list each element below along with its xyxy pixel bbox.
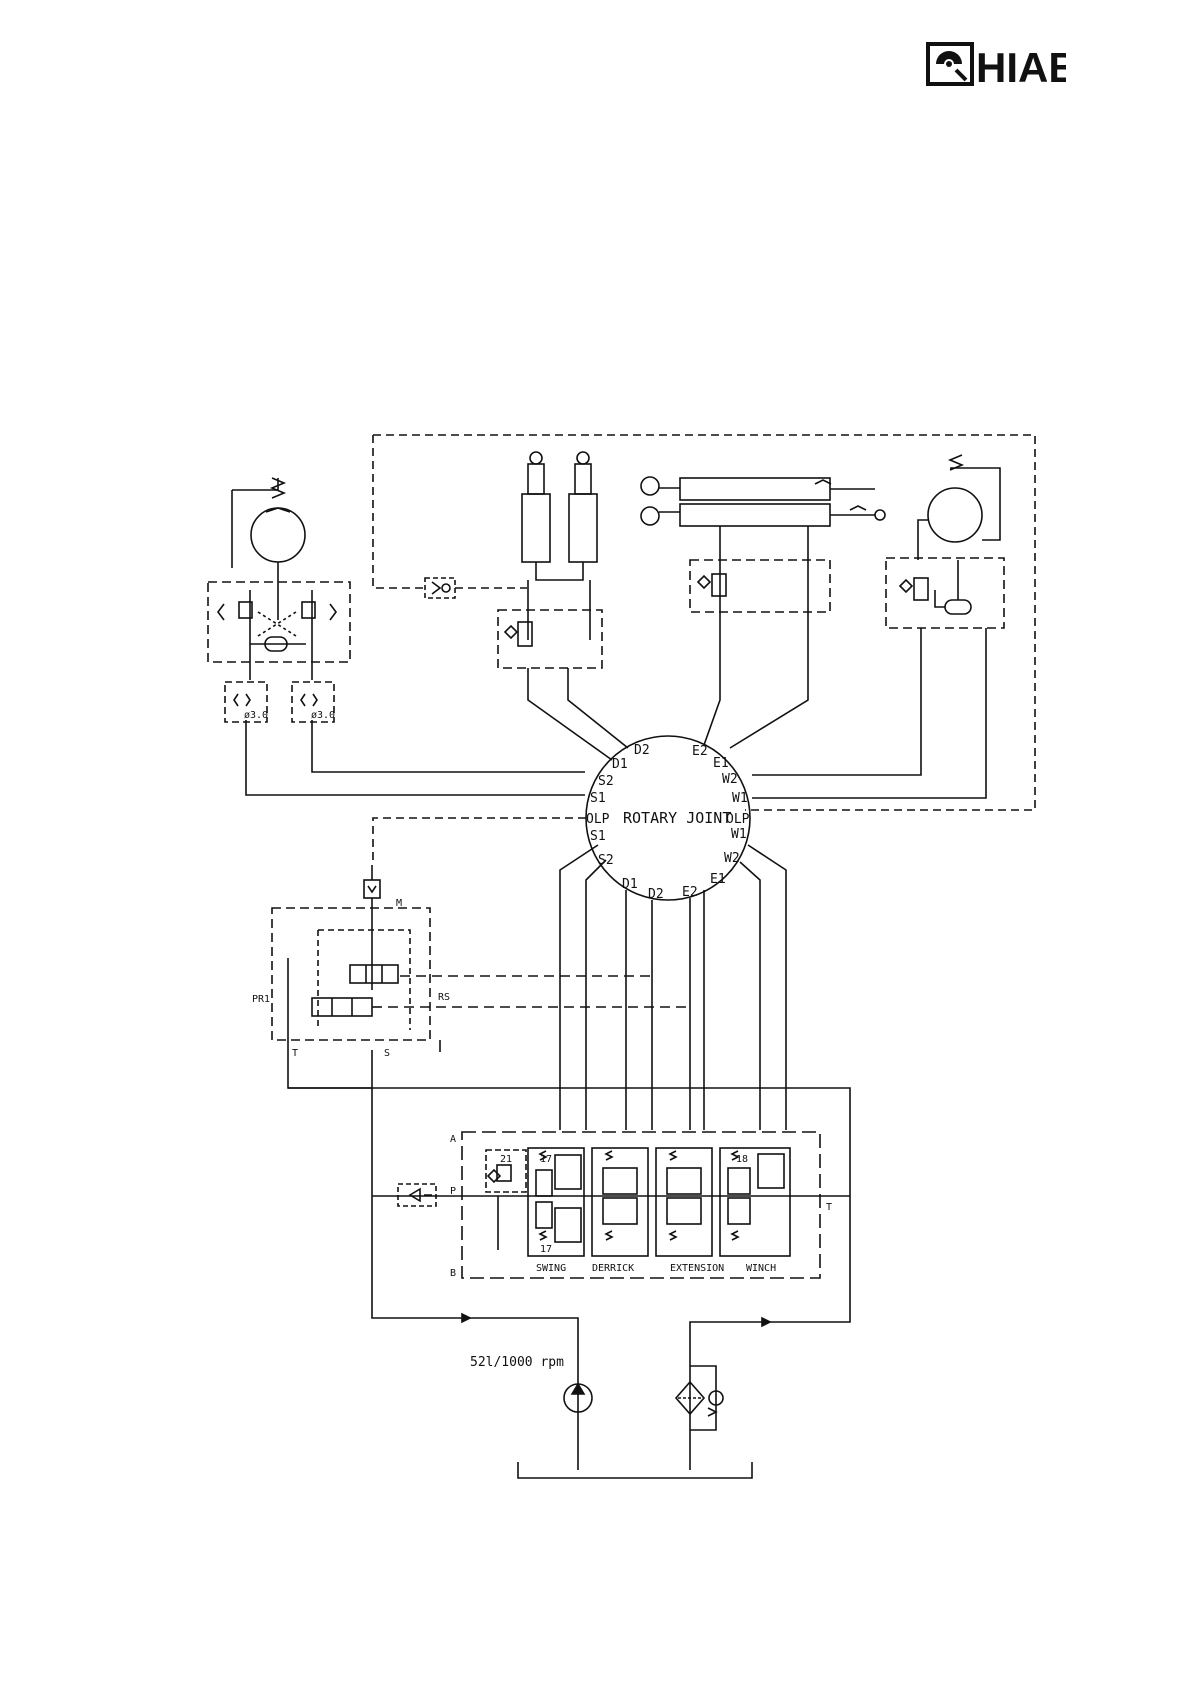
svg-text:S2: S2 bbox=[598, 774, 614, 789]
swing-orifices: ø3.0 ø3.0 bbox=[225, 682, 335, 722]
extension-cylinders bbox=[641, 477, 885, 526]
svg-text:W2: W2 bbox=[724, 851, 740, 866]
label-b: B bbox=[450, 1268, 456, 1279]
svg-text:W1: W1 bbox=[732, 791, 748, 806]
svg-text:OLP: OLP bbox=[586, 812, 610, 827]
section-derrick: DERRICK bbox=[592, 1263, 634, 1274]
label-t-right: T bbox=[826, 1202, 832, 1213]
svg-text:E1: E1 bbox=[710, 872, 726, 887]
swing-section bbox=[528, 1148, 584, 1256]
label-t-left: T bbox=[292, 1048, 298, 1059]
svg-text:D1: D1 bbox=[612, 757, 628, 772]
winch-valve-block bbox=[886, 558, 1004, 628]
derrick-valve-block bbox=[498, 600, 602, 668]
svg-text:W1: W1 bbox=[731, 827, 747, 842]
orifice-label: ø3.0 bbox=[244, 710, 268, 721]
rotary-joint-title: ROTARY JOINT bbox=[623, 809, 731, 827]
valve-bank-labels: SWING DERRICK EXTENSION WINCH A B P T 17… bbox=[450, 1134, 832, 1279]
extension-section bbox=[656, 1148, 712, 1256]
winch-motor bbox=[918, 455, 1000, 560]
svg-text:S1: S1 bbox=[590, 791, 606, 806]
derrick-section bbox=[592, 1148, 648, 1256]
svg-text:E1: E1 bbox=[713, 756, 729, 771]
swing-motor bbox=[232, 478, 305, 620]
check-valve bbox=[425, 578, 455, 598]
svg-text:W2: W2 bbox=[722, 772, 738, 787]
label-17b: 17 bbox=[540, 1244, 552, 1255]
label-p: P bbox=[450, 1186, 456, 1197]
section-winch: WINCH bbox=[746, 1263, 776, 1274]
label-17a: 17 bbox=[540, 1154, 552, 1165]
swing-valve-block bbox=[208, 582, 350, 680]
label-s-left: S bbox=[384, 1048, 390, 1059]
svg-text:D1: D1 bbox=[622, 877, 638, 892]
section-swing: SWING bbox=[536, 1263, 566, 1274]
label-21: 21 bbox=[500, 1154, 512, 1165]
section-extension: EXTENSION bbox=[670, 1263, 724, 1274]
safety-control-block bbox=[272, 865, 690, 1088]
return-filter bbox=[676, 1366, 723, 1430]
orifice-label: ø3.0 bbox=[311, 710, 335, 721]
label-18: 18 bbox=[736, 1154, 748, 1165]
svg-text:OLP: OLP bbox=[726, 812, 750, 827]
control-valve-bank bbox=[372, 1132, 850, 1278]
tank bbox=[518, 1462, 752, 1478]
label-a: A bbox=[450, 1134, 456, 1145]
label-rs: RS bbox=[438, 992, 450, 1003]
label-pr1: PR1 bbox=[252, 994, 270, 1005]
winch-section bbox=[720, 1148, 790, 1256]
derrick-cylinders bbox=[522, 452, 597, 600]
svg-text:S1: S1 bbox=[590, 829, 606, 844]
svg-text:E2: E2 bbox=[692, 744, 708, 759]
svg-text:D2: D2 bbox=[648, 887, 664, 902]
pump-label: 52l/1000 rpm bbox=[470, 1355, 564, 1370]
svg-text:E2: E2 bbox=[682, 885, 698, 900]
label-m: M bbox=[396, 898, 402, 909]
svg-text:D2: D2 bbox=[634, 743, 650, 758]
extension-valve-block bbox=[690, 560, 830, 612]
